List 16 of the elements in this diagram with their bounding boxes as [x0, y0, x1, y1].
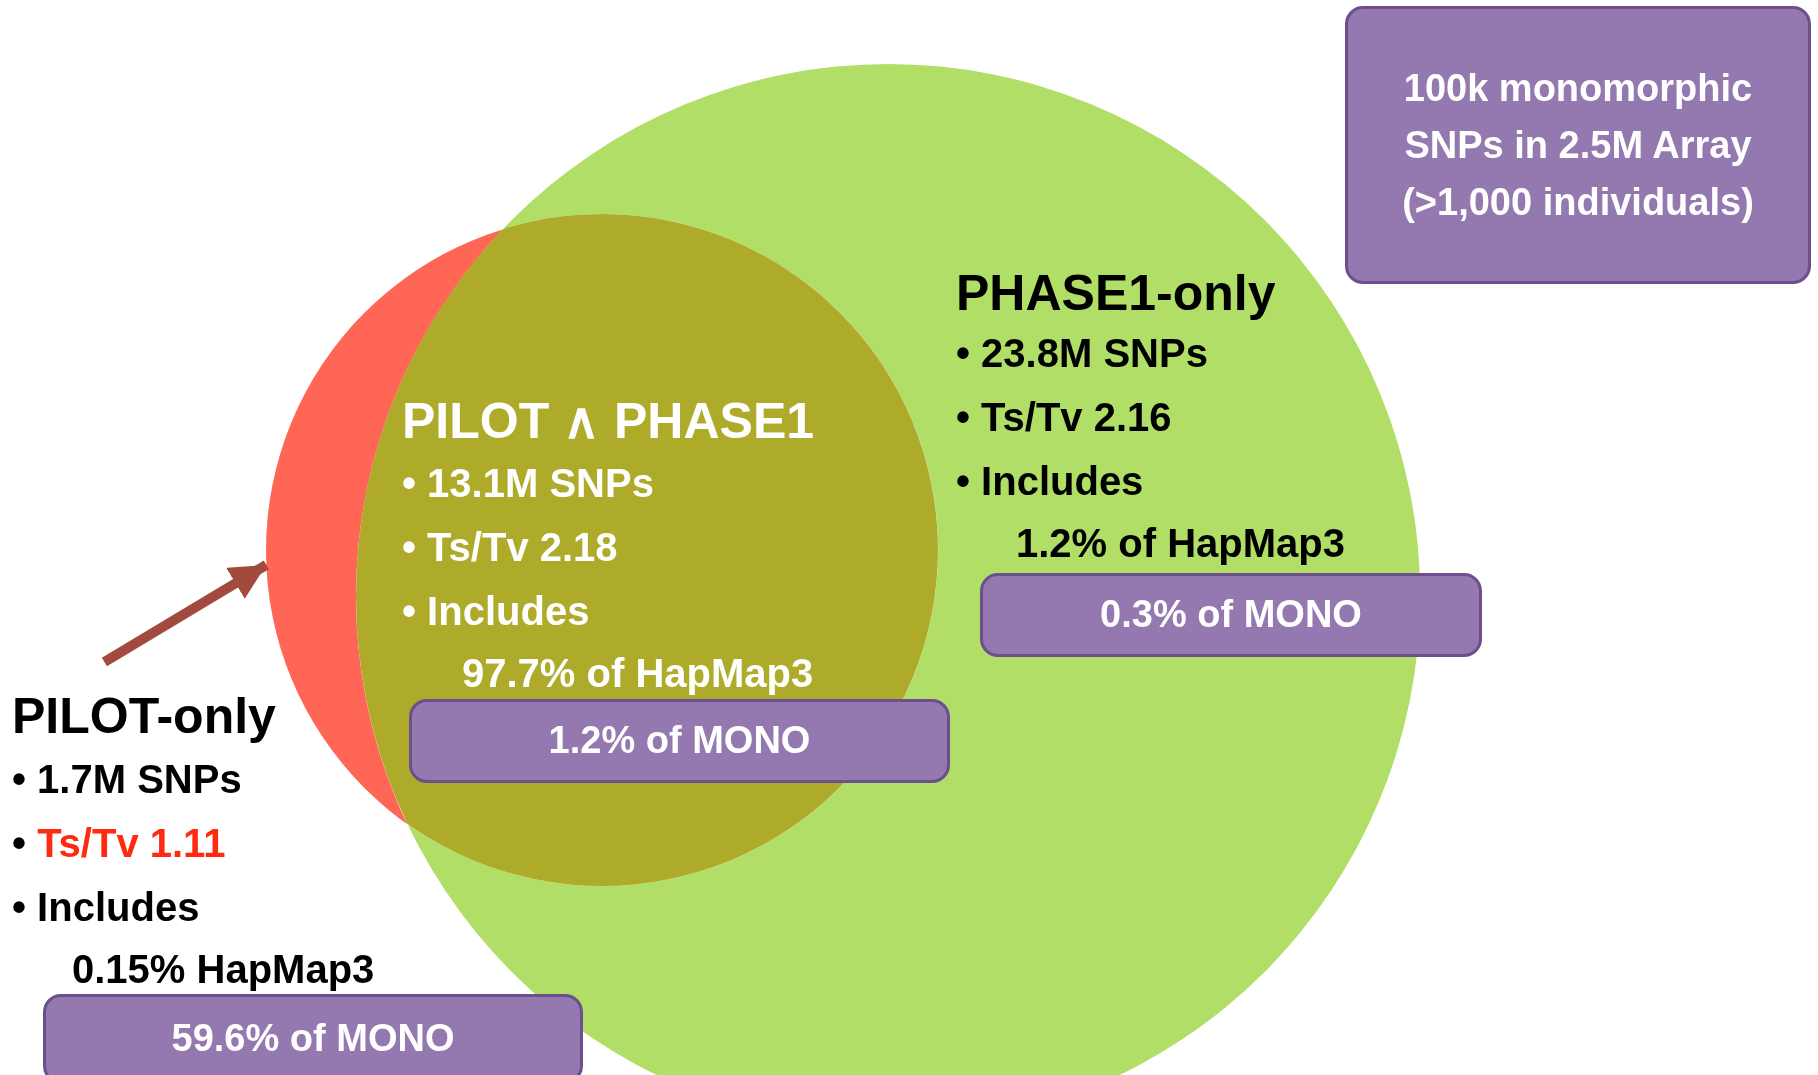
bullet-text: • Includes 97.7% of HapMap3: [402, 588, 814, 697]
heading: PHASE1-only: [956, 264, 1276, 323]
bullet-text: • 1.7M SNPs: [12, 756, 242, 803]
bullet-text: • 13.1M SNPs: [402, 460, 654, 507]
bullet-text: • Ts/Tv 2.18: [402, 524, 618, 571]
bullet-text: • 23.8M SNPs: [956, 330, 1208, 377]
heading: PILOT-only: [12, 687, 276, 746]
bullet-text: • Ts/Tv 1.11: [12, 820, 226, 867]
bullet-text: • Includes 1.2% of HapMap3: [956, 458, 1345, 567]
bullet-text: • Ts/Tv 2.16: [956, 394, 1172, 441]
bullet-text: • Includes 0.15% HapMap3: [12, 884, 375, 993]
value-box: 0.3% of MONO: [980, 573, 1482, 657]
heading: PILOT ∧ PHASE1: [402, 392, 815, 451]
arrow: [101, 560, 269, 667]
info-box: 100k monomorphic SNPs in 2.5M Array (>1,000 individuals): [1345, 6, 1811, 284]
value-box: 59.6% of MONO: [43, 994, 583, 1075]
